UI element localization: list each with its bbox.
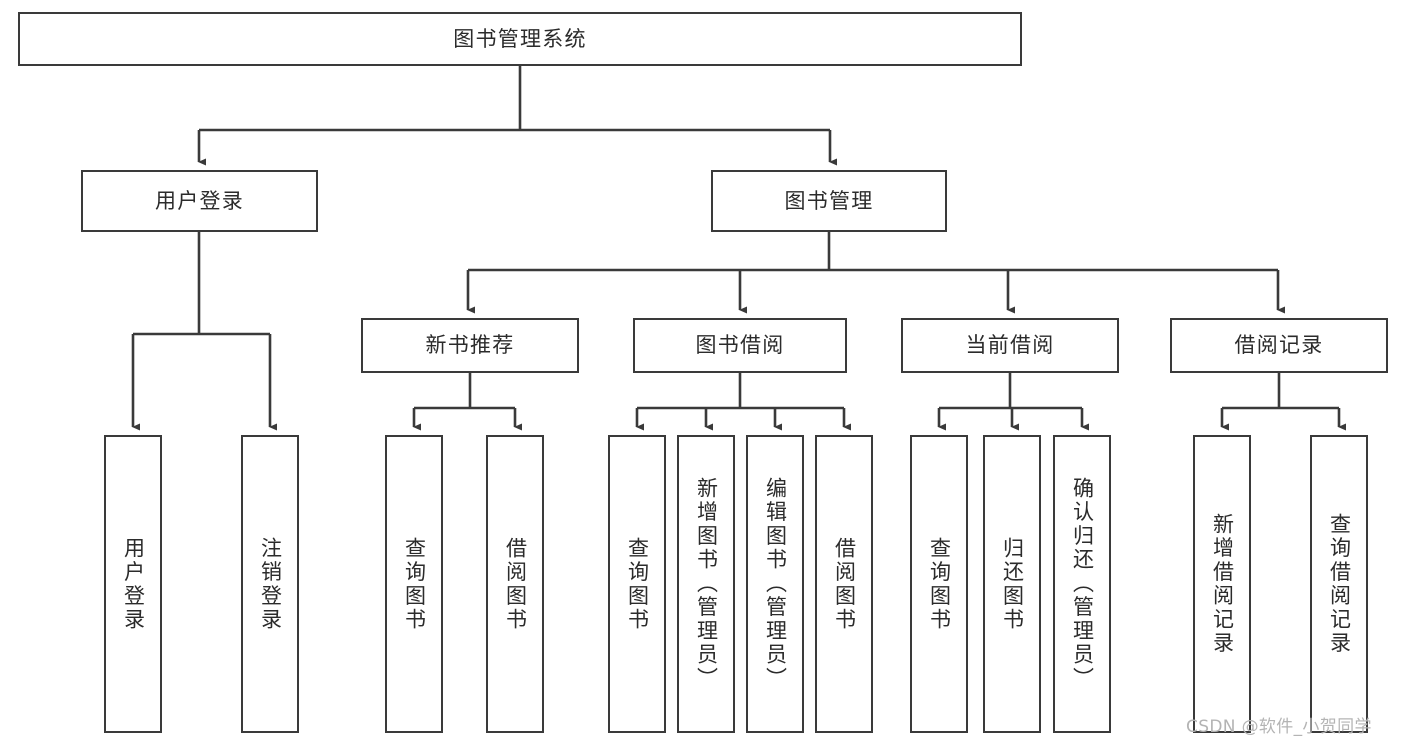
node-book-borrow[interactable]: 图书借阅 (633, 318, 847, 373)
node-user-login-label: 用户登录 (154, 188, 245, 213)
node-leaf-confirm-return-label: 确认归还（管理员） (1070, 477, 1095, 691)
node-leaf-query-book-2-label: 查询图书 (625, 536, 650, 632)
node-leaf-edit-book-label: 编辑图书（管理员） (763, 477, 788, 691)
node-leaf-query-record-label: 查询借阅记录 (1327, 512, 1352, 656)
node-book-manage-label: 图书管理 (784, 188, 874, 213)
node-root-label: 图书管理系统 (453, 26, 587, 51)
node-leaf-user-logout-label: 注销登录 (258, 536, 283, 632)
node-leaf-query-book-3[interactable]: 查询图书 (910, 435, 968, 733)
node-leaf-query-book-2[interactable]: 查询图书 (608, 435, 666, 733)
node-leaf-user-login[interactable]: 用户登录 (104, 435, 162, 733)
node-borrow-record-label: 借阅记录 (1234, 333, 1324, 358)
node-leaf-confirm-return[interactable]: 确认归还（管理员） (1053, 435, 1111, 733)
node-leaf-add-book-label: 新增图书（管理员） (694, 477, 719, 691)
node-leaf-return-book-label: 归还图书 (1000, 536, 1025, 632)
node-borrow-record[interactable]: 借阅记录 (1170, 318, 1388, 373)
node-leaf-borrow-book-2[interactable]: 借阅图书 (815, 435, 873, 733)
node-leaf-query-book-3-label: 查询图书 (927, 536, 952, 632)
node-user-login[interactable]: 用户登录 (81, 170, 318, 232)
node-leaf-query-book-1-label: 查询图书 (402, 536, 427, 632)
node-leaf-user-login-label: 用户登录 (121, 536, 146, 632)
node-leaf-query-book-1[interactable]: 查询图书 (385, 435, 443, 733)
node-leaf-return-book[interactable]: 归还图书 (983, 435, 1041, 733)
node-leaf-edit-book[interactable]: 编辑图书（管理员） (746, 435, 804, 733)
node-leaf-add-record[interactable]: 新增借阅记录 (1193, 435, 1251, 733)
node-leaf-borrow-book-1[interactable]: 借阅图书 (486, 435, 544, 733)
node-new-book-recommend[interactable]: 新书推荐 (361, 318, 579, 373)
node-current-borrow[interactable]: 当前借阅 (901, 318, 1119, 373)
node-book-borrow-label: 图书借阅 (695, 333, 785, 358)
node-leaf-borrow-book-2-label: 借阅图书 (832, 536, 857, 632)
node-new-book-recommend-label: 新书推荐 (425, 333, 515, 358)
node-root[interactable]: 图书管理系统 (18, 12, 1022, 66)
node-leaf-borrow-book-1-label: 借阅图书 (503, 536, 528, 632)
node-leaf-user-logout[interactable]: 注销登录 (241, 435, 299, 733)
node-leaf-query-record[interactable]: 查询借阅记录 (1310, 435, 1368, 733)
node-leaf-add-book[interactable]: 新增图书（管理员） (677, 435, 735, 733)
node-current-borrow-label: 当前借阅 (965, 333, 1055, 358)
node-book-manage[interactable]: 图书管理 (711, 170, 947, 232)
node-leaf-add-record-label: 新增借阅记录 (1210, 512, 1235, 656)
